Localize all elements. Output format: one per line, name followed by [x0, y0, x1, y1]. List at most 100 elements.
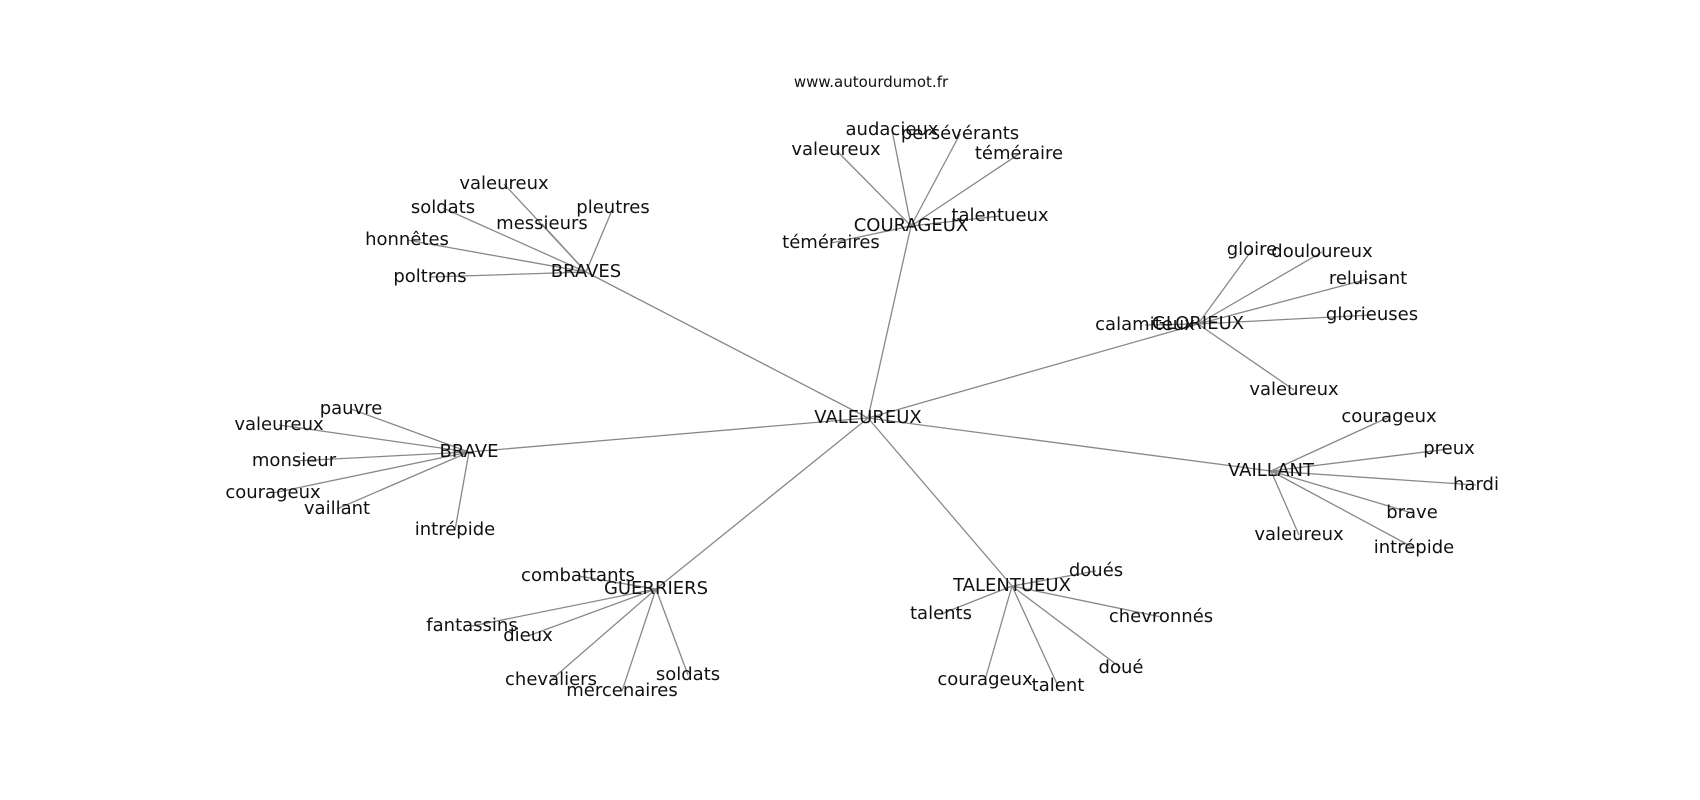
edge-talentueux-doues: [1011, 570, 1097, 587]
edge-courageux-talentueux: [910, 215, 1001, 227]
edge-center-guerriers: [655, 417, 869, 590]
leaf-node-talentueux: talentueux: [951, 205, 1049, 226]
leaf-node-intrepide: intrépide: [1374, 537, 1454, 558]
edge-glorieux-valeureux: [1197, 323, 1295, 391]
edge-center-talentueux: [867, 417, 1013, 587]
edge-guerriers-dieux: [527, 588, 657, 637]
graph-labels: www.autourdumot.fr valeureux soldats messi…: [225, 73, 1499, 701]
leaf-node-valeureux: valeureux: [791, 139, 881, 160]
leaf-node-courageux: courageux: [1341, 406, 1437, 427]
hub-node-brave: BRAVE: [440, 441, 499, 462]
leaf-node-preux: preux: [1423, 438, 1475, 459]
edge-vaillant-valeureux: [1270, 470, 1300, 536]
edge-glorieux-douloureux: [1197, 251, 1323, 325]
edge-courageux-perseverants: [910, 133, 961, 227]
edge-braves-messieurs: [541, 223, 587, 273]
edge-talentueux-talent: [1011, 585, 1059, 687]
leaf-node-valeureux: valeureux: [234, 414, 324, 435]
edge-center-courageux: [867, 225, 912, 419]
edge-glorieux-gloire: [1197, 249, 1253, 325]
leaf-node-vaillant: vaillant: [304, 498, 370, 519]
edge-brave-pauvre: [350, 408, 470, 453]
edge-brave-vaillant: [336, 451, 470, 510]
leaf-node-messieurs: messieurs: [496, 213, 588, 234]
edge-center-glorieux: [867, 323, 1199, 419]
edge-brave-courageux: [272, 451, 470, 494]
leaf-node-soldats: soldats: [411, 197, 475, 218]
leaf-node-doues: doués: [1069, 560, 1123, 581]
edge-braves-pleutres: [585, 207, 614, 273]
edge-braves-honnetes: [406, 239, 587, 273]
leaf-node-hardi: hardi: [1453, 474, 1499, 495]
leaf-node-doue: doué: [1099, 657, 1144, 678]
leaf-node-brave: brave: [1386, 502, 1438, 523]
edge-talentueux-doue: [1011, 585, 1122, 669]
edge-courageux-temeraires: [830, 225, 912, 244]
leaf-node-intrepide: intrépide: [415, 519, 495, 540]
leaf-node-monsieur: monsieur: [252, 450, 337, 471]
leaf-node-courageux: courageux: [225, 482, 321, 503]
edge-talentueux-talents: [940, 585, 1013, 615]
edge-guerriers-combattants: [577, 575, 657, 590]
leaf-node-glorieuses: glorieuses: [1326, 304, 1418, 325]
leaf-node-gloire: gloire: [1227, 239, 1278, 260]
leaf-node-chevaliers: chevaliers: [505, 669, 597, 690]
leaf-node-poltrons: poltrons: [393, 266, 466, 287]
edge-braves-poltrons: [429, 271, 587, 278]
edge-glorieux-reluisant: [1197, 278, 1369, 325]
edge-vaillant-intrepide: [1270, 470, 1415, 549]
leaf-node-pleutres: pleutres: [576, 197, 649, 218]
leaf-node-perseverants: persévérants: [901, 123, 1019, 144]
edge-vaillant-courageux: [1270, 416, 1390, 472]
leaf-node-mercenaires: mercenaires: [566, 680, 677, 701]
leaf-node-temeraires: téméraires: [782, 232, 880, 253]
edge-guerriers-fantassins: [471, 588, 657, 627]
edge-talentueux-chevronnes: [1011, 585, 1162, 618]
leaf-node-chevronnes: chevronnés: [1109, 606, 1213, 627]
edge-vaillant-brave: [1270, 470, 1413, 514]
hub-node-talentueux: TALENTUEUX: [952, 575, 1071, 596]
leaf-node-honnetes: honnêtes: [365, 229, 449, 250]
leaf-node-fantassins: fantassins: [426, 615, 517, 636]
hub-node-glorieux: GLORIEUX: [1152, 313, 1244, 334]
leaf-node-temeraire: téméraire: [975, 143, 1063, 164]
leaf-node-talents: talents: [910, 603, 972, 624]
hub-node-courageux: COURAGEUX: [854, 215, 969, 236]
leaf-node-soldats: soldats: [656, 664, 720, 685]
edge-courageux-valeureux: [835, 149, 912, 227]
edge-talentueux-courageux: [984, 585, 1013, 681]
edge-brave-intrepide: [454, 451, 470, 531]
edge-braves-soldats: [442, 207, 587, 273]
edge-courageux-temeraire: [910, 153, 1020, 227]
leaf-node-talent: talent: [1032, 675, 1085, 696]
leaf-node-valeureux: valeureux: [1254, 524, 1344, 545]
hub-node-braves: BRAVES: [551, 261, 621, 282]
edge-guerriers-mercenaires: [621, 588, 657, 692]
graph-edges: [272, 129, 1477, 692]
edge-vaillant-preux: [1270, 448, 1450, 472]
leaf-node-douloureux: douloureux: [1271, 241, 1373, 262]
leaf-node-calamiteux: calamiteux: [1095, 314, 1195, 335]
leaf-node-pauvre: pauvre: [320, 398, 383, 419]
edge-guerriers-soldats: [655, 588, 689, 676]
edge-courageux-audacieux: [891, 129, 912, 227]
leaf-node-audacieux: audacieux: [846, 119, 939, 140]
leaf-node-valeureux: valeureux: [1249, 379, 1339, 400]
edge-center-vaillant: [867, 417, 1272, 472]
hub-node-vaillant: VAILLANT: [1228, 460, 1315, 481]
site-url: www.autourdumot.fr: [794, 73, 949, 91]
leaf-node-reluisant: reluisant: [1329, 268, 1407, 289]
edge-guerriers-chevaliers: [550, 588, 657, 681]
leaf-node-valeureux: valeureux: [459, 173, 549, 194]
edge-glorieux-glorieuses: [1197, 314, 1373, 325]
edge-center-braves: [585, 271, 869, 419]
edge-center-brave: [468, 417, 869, 453]
leaf-node-combattants: combattants: [521, 565, 635, 586]
center-node: VALEUREUX: [814, 407, 921, 428]
hub-node-guerriers: GUERRIERS: [604, 578, 708, 599]
edge-glorieux-calamiteux: [1144, 323, 1199, 326]
leaf-node-courageux: courageux: [937, 669, 1033, 690]
edge-brave-valeureux: [278, 424, 470, 453]
edge-brave-monsieur: [293, 451, 470, 462]
